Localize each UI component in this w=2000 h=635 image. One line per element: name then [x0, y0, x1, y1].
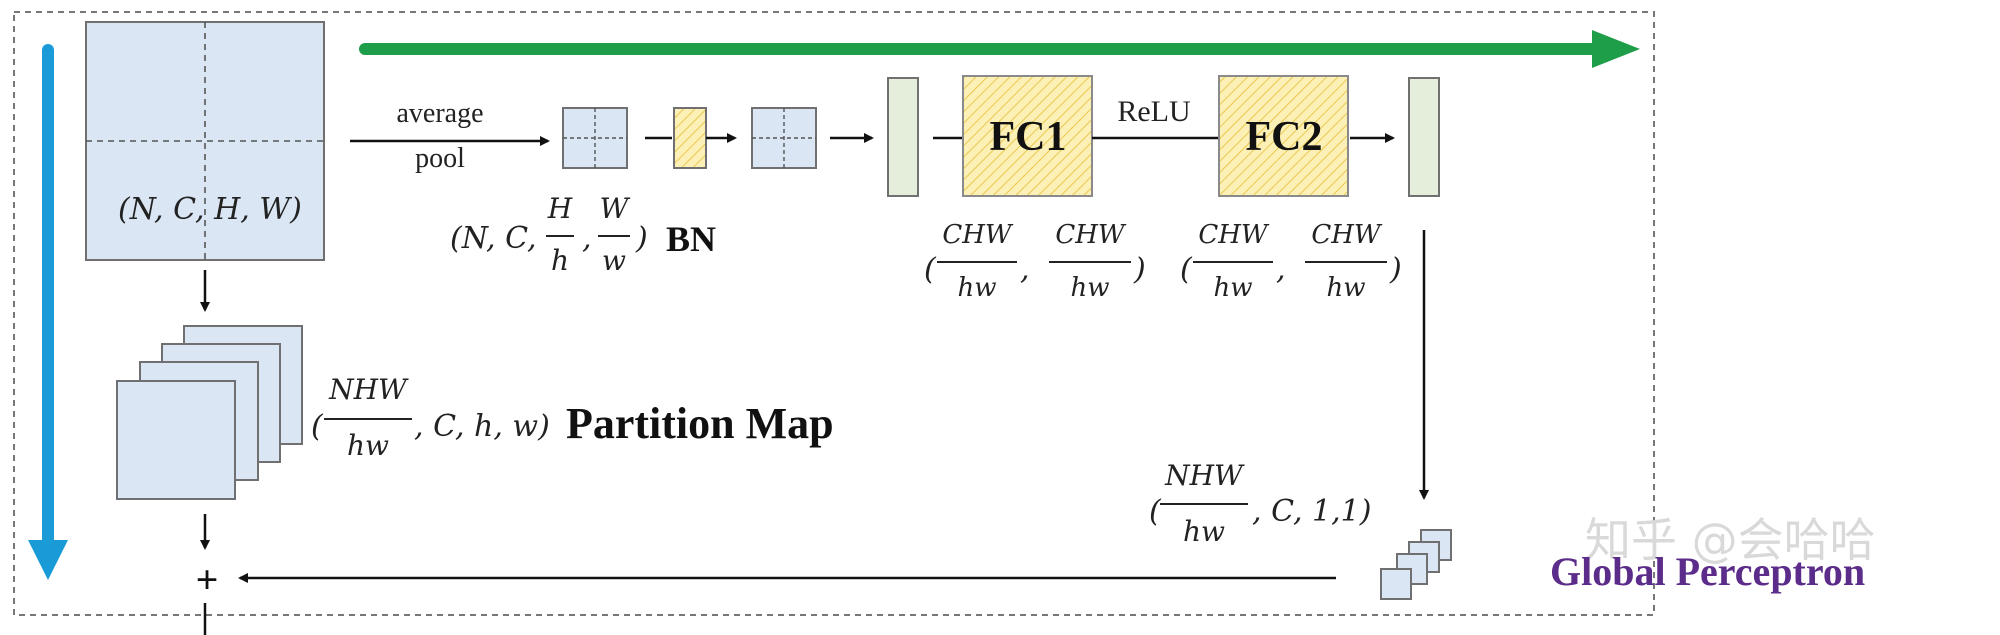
input-tensor-block	[85, 21, 325, 261]
svg-text:(: (	[1149, 494, 1162, 529]
relu-label: ReLU	[1117, 95, 1191, 128]
output-shape-label: ( NHW hw , C, 1,1)	[1149, 459, 1371, 548]
svg-text:,: ,	[1020, 252, 1030, 287]
svg-text:H: H	[547, 192, 573, 225]
svg-text:NHW: NHW	[328, 373, 409, 406]
partition-shape-label: ( NHW hw , C, h, w)	[311, 373, 550, 462]
svg-text:W: W	[600, 192, 631, 225]
svg-text:, C, 1,1): , C, 1,1)	[1252, 494, 1371, 529]
svg-text:hw: hw	[1327, 273, 1366, 303]
fc2-shape-label: ( CHW hw , CHW hw )	[1180, 220, 1402, 303]
svg-text:hw: hw	[1183, 515, 1225, 548]
svg-text:hw: hw	[1214, 273, 1253, 303]
fc1-shape-label: CHW ( CHW hw , CHW hw )	[924, 220, 1146, 303]
output-stack	[1380, 529, 1452, 600]
svg-text:(: (	[311, 409, 324, 444]
fc1-label: FC1	[990, 114, 1067, 160]
bn-label: BN	[666, 219, 716, 259]
svg-text:CHW: CHW	[1198, 220, 1270, 250]
partition-map-title: Partition Map	[566, 399, 834, 448]
pooled-shape-label: (N, C, H h , W w )	[450, 192, 648, 277]
add-operator: +	[196, 557, 219, 602]
svg-text:hw: hw	[1071, 273, 1110, 303]
svg-text:): )	[1389, 252, 1402, 287]
watermark-text: 知乎 @会哈哈	[1585, 513, 1876, 567]
svg-text:,: ,	[582, 221, 592, 256]
partition-map-stack	[116, 325, 303, 500]
bn-block	[673, 107, 707, 169]
svg-text:): )	[1133, 252, 1146, 287]
svg-text:hw: hw	[958, 273, 997, 303]
pooled-tensor-block	[562, 107, 628, 169]
blue-flow-arrow	[28, 44, 68, 580]
svg-text:NHW: NHW	[1164, 459, 1245, 492]
svg-text:(: (	[1180, 252, 1193, 287]
avgpool-label-line1: average	[396, 98, 483, 129]
outer-frame	[13, 11, 1655, 616]
svg-text:h: h	[551, 244, 569, 277]
svg-text:CHW: CHW	[1311, 220, 1383, 250]
fc2-block	[1218, 75, 1349, 197]
svg-text:(N, C,: (N, C,	[450, 221, 537, 256]
svg-text:CHW: CHW	[1055, 220, 1127, 250]
svg-text:(: (	[924, 252, 937, 287]
normalized-tensor-block	[751, 107, 817, 169]
output-vector	[1408, 77, 1440, 197]
input-shape-label: (N, C, H, W)	[118, 192, 302, 227]
fc2-label: FC2	[1246, 114, 1323, 160]
svg-text:CHW: CHW	[942, 220, 1014, 250]
svg-text:,: ,	[1276, 252, 1286, 287]
svg-text:hw: hw	[347, 429, 389, 462]
input-vector	[887, 77, 919, 197]
fc1-block	[962, 75, 1093, 197]
svg-text:, C, h, w): , C, h, w)	[414, 409, 550, 444]
svg-text:w: w	[602, 244, 626, 277]
avgpool-label-line2: pool	[415, 143, 465, 174]
global-perceptron-caption: Global Perceptron	[1550, 549, 1865, 594]
svg-text:): )	[635, 221, 648, 256]
green-flow-arrow	[359, 30, 1640, 68]
